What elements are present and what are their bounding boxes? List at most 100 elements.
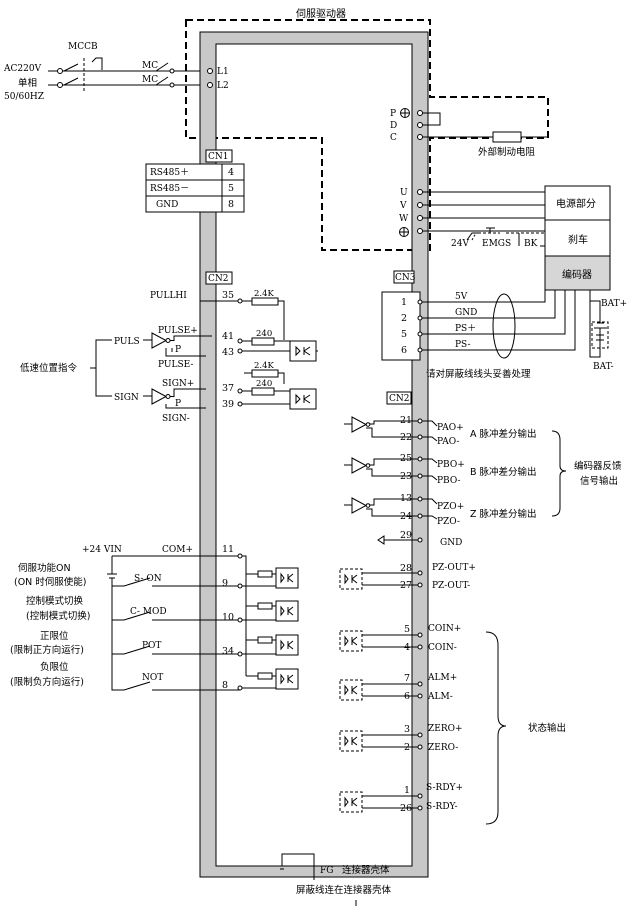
output-pin-a: 3 <box>404 724 410 735</box>
cn2-out-pin: 25 <box>400 453 412 464</box>
battery-plus-label: BAT+ <box>601 299 627 309</box>
optocoupler-output <box>339 630 363 652</box>
supply-frequency-label: 50/60HZ <box>4 92 44 102</box>
optocoupler-input <box>275 668 299 690</box>
cn2-out-name: PZO- <box>437 517 460 527</box>
supply-voltage-label: AC220V <box>3 64 42 74</box>
cn2-output-label: CN2 <box>389 394 410 404</box>
cn3-pin: 5 <box>401 329 407 340</box>
motor-encoder-label: 编码器 <box>562 268 592 281</box>
output-pin-b: 4 <box>404 642 410 653</box>
cn3-label: CN3 <box>395 273 416 283</box>
cn1-row-name: GND <box>156 200 178 210</box>
breaker-label: MCCB <box>68 42 98 52</box>
terminal-l2-label: L2 <box>217 81 229 91</box>
a-output-label: A 脉冲差分输出 <box>470 428 537 440</box>
output-pin-a: 7 <box>404 673 410 684</box>
cn3-pin: 2 <box>401 313 407 324</box>
input-desc-1: 伺服功能ON <box>18 562 71 574</box>
bk-label: BK <box>524 239 538 249</box>
pulse-p-label: P <box>175 345 181 355</box>
output-pin-b: 2 <box>404 742 410 753</box>
cn3-signal: 5V <box>455 292 468 302</box>
cn1-block: CN1 RS485＋ 4 RS485－ 5 GND 8 <box>145 149 245 213</box>
cn2-out-pin: 29 <box>400 530 412 541</box>
optocoupler-input <box>275 567 299 589</box>
output-name-b: ZERO- <box>428 743 458 753</box>
fg-label: FG <box>320 866 333 876</box>
cn3-pin: 1 <box>401 297 407 308</box>
cn3-signal: GND <box>455 308 477 318</box>
input-pin: 34 <box>222 646 234 657</box>
cn1-row-pin: 8 <box>228 199 234 210</box>
input-desc-1: 负限位 <box>40 661 69 673</box>
emgs-label: EMGS <box>482 239 511 249</box>
contactor-label-2: MC <box>142 75 158 85</box>
resistor-2.4k-a: 2.4K <box>254 289 275 299</box>
cn3-signal: PS＋ <box>455 323 476 334</box>
sign-plus-label: SIGN+ <box>162 379 194 389</box>
cn2-out-pin: 21 <box>400 415 412 426</box>
output-pin-a: 28 <box>400 563 412 574</box>
cn2-out-pin: 22 <box>400 432 412 443</box>
output-name-b: PZ-OUT- <box>432 581 470 591</box>
output-name-b: COIN- <box>428 643 457 653</box>
power-input: AC220V 单相 50/60HZ MCCB MC MC L1 L2 <box>3 42 229 102</box>
cn2-out-pin: 13 <box>400 493 412 504</box>
brake-resistor <box>492 131 522 143</box>
cn1-label: CN1 <box>208 152 229 162</box>
shield-ground-note: 屏蔽线连在连接器壳体 <box>296 884 392 896</box>
digital-inputs: +24 VIN COM+ 11 伺服功能ON (ON 时伺服使能) S- ON … <box>10 544 299 691</box>
cn1-row-name: RS485－ <box>150 184 189 194</box>
motor-power-section-label: 电源部分 <box>556 197 596 210</box>
optocoupler-output <box>339 679 363 701</box>
input-name: POT <box>142 641 161 651</box>
encoder-feedback-label-1: 编码器反馈 <box>574 460 622 472</box>
output-name-b: S-RDY- <box>426 802 458 812</box>
output-pin-b: 27 <box>400 580 412 591</box>
brake-resistor-label: 外部制动电阻 <box>478 146 536 158</box>
supply-phase-label: 单相 <box>18 77 37 89</box>
contactor-label-1: MC <box>142 61 158 71</box>
output-name-a: S-RDY+ <box>426 783 463 793</box>
optocoupler-output <box>339 730 363 752</box>
pullhi-label: PULLHI <box>150 291 187 301</box>
shield-note: 请对屏蔽线线头妥善处理 <box>426 368 531 380</box>
output-name-a: ZERO+ <box>428 724 463 734</box>
terminal-l1-label: L1 <box>217 67 229 77</box>
input-pin: 9 <box>222 578 228 589</box>
com-pin: 11 <box>222 544 234 555</box>
status-output-label: 状态输出 <box>528 722 566 734</box>
cn1-row-pin: 4 <box>228 167 234 178</box>
cn2-out-name: PBO+ <box>437 460 465 470</box>
input-pin: 8 <box>222 680 228 691</box>
cn1-row-pin: 5 <box>228 183 234 194</box>
cn2-out-name: PAO- <box>437 437 459 447</box>
ground-section: FG 连接器壳体 屏蔽线连在连接器壳体 <box>278 853 392 906</box>
sign-p-label: P <box>175 399 181 409</box>
output-name-a: COIN+ <box>428 624 461 634</box>
terminal-w-label: W <box>399 214 409 224</box>
sign-plus-pin: 37 <box>222 383 234 394</box>
cn2-pulse-label: CN2 <box>208 274 229 284</box>
pulse-minus-label: PULSE- <box>158 360 193 370</box>
input-desc-1: 正限位 <box>40 630 69 642</box>
cn2-output-block: CN2 21 22 PAO+ PAO- A 脉冲差分输出 25 23 PBO+ … <box>344 391 622 548</box>
b-output-label: B 脉冲差分输出 <box>470 466 537 478</box>
cn2-out-name: PAO+ <box>437 423 464 433</box>
pullhi-pin: 35 <box>222 290 234 301</box>
battery-minus-label: BAT- <box>593 362 614 372</box>
cn2-out-name: PZO+ <box>437 502 464 512</box>
connector-shell-label: 连接器壳体 <box>342 864 390 876</box>
cn3-pin: 6 <box>401 345 407 356</box>
cn2-out-name: PBO- <box>437 476 461 486</box>
cn2-out-pin: 23 <box>400 471 412 482</box>
sign-minus-label: SIGN- <box>162 414 190 424</box>
diagram-title: 伺服驱动器 <box>296 7 346 20</box>
pulse-minus-pin: 43 <box>222 347 234 358</box>
optocoupler-output <box>339 791 363 813</box>
output-pin-b: 6 <box>404 691 410 702</box>
terminal-p-label: P <box>390 109 396 119</box>
input-desc-2: (控制模式切换) <box>26 610 90 622</box>
